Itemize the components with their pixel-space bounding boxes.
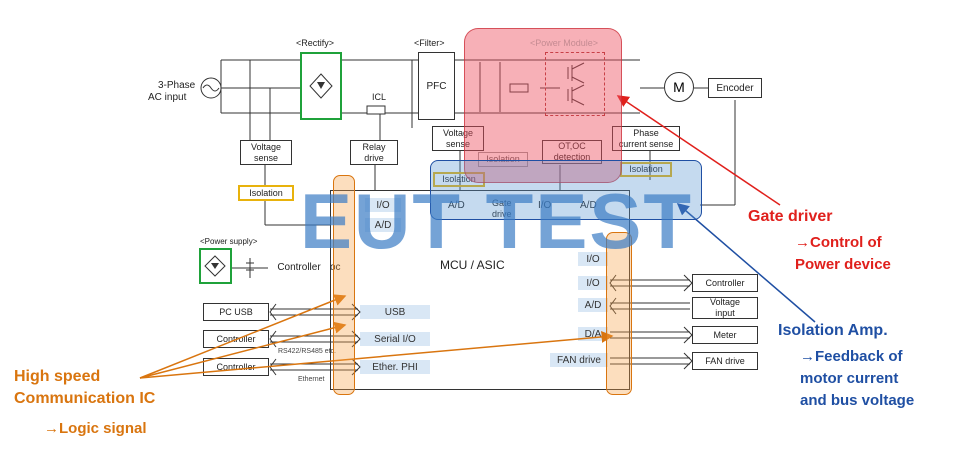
high-speed-line1: High speed	[14, 368, 101, 385]
encoder-box: Encoder	[708, 78, 762, 98]
ad-label-2: A/D	[580, 200, 597, 211]
power-switch-box	[545, 52, 605, 116]
high-speed-line3: →Logic signal	[44, 420, 147, 437]
power-supply-label: <Power supply>	[200, 237, 258, 246]
oc-tag: oc	[330, 262, 341, 273]
voltage-sense-b-box: Voltage sense	[432, 126, 484, 151]
isolation-amp-line1: →Feedback of	[800, 348, 903, 365]
r-fan-tag: FAN drive	[550, 353, 608, 367]
motor-label: M	[673, 79, 685, 95]
comm-ic-highlight-left	[333, 175, 355, 395]
isolation-amp-line2: motor current	[800, 370, 899, 387]
relay-drive-text2: drive	[364, 152, 384, 163]
rs-label: RS422/RS485 etc.	[278, 348, 336, 355]
ether-phi-tag: Ether. PHI	[360, 360, 430, 374]
gate-driver-line2: Power device	[795, 256, 891, 273]
icl-label: ICL	[372, 92, 387, 102]
voltage-sense-b-text1: Voltage	[442, 127, 474, 138]
phase-cs-text2: current sense	[618, 138, 674, 149]
phase-cs-text1: Phase	[633, 127, 659, 138]
motor-icon: M	[664, 72, 694, 102]
usb-tag: USB	[360, 305, 430, 319]
ot-oc-text2: detection	[553, 152, 591, 162]
filter-label: <Filter>	[414, 38, 445, 48]
voltage-sense-box: Voltage sense	[240, 140, 292, 165]
mcu-title: MCU / ASIC	[440, 258, 505, 272]
input-label-line1: 3-Phase	[158, 80, 196, 91]
isolation-mid2-box: Isolation	[478, 152, 528, 167]
gate-drive-label-1: Gate	[492, 198, 512, 208]
pc-usb-box: PC USB	[203, 303, 269, 321]
power-supply-rectifier	[199, 248, 232, 284]
ext-voltage-text2: input	[715, 308, 735, 318]
isolation-amp-line3: and bus voltage	[800, 392, 915, 409]
isolation-left-box: Isolation	[238, 185, 294, 201]
ps-diode-icon	[204, 255, 226, 277]
mcu-ad-tag: A/D	[365, 218, 401, 232]
igbt-icon	[567, 62, 585, 106]
ext-voltage-text1: Voltage	[709, 297, 741, 307]
serial-io-tag: Serial I/O	[360, 332, 430, 346]
watermark-text: EUT TEST	[300, 177, 694, 265]
power-module-highlight	[464, 28, 622, 183]
ethernet-label: Ethernet	[298, 376, 325, 383]
ext-voltage-input-box: Voltage input	[692, 297, 758, 319]
relay-drive-box: Relay drive	[350, 140, 398, 165]
relay-drive-text1: Relay	[362, 141, 386, 152]
isolation-amp-title: Isolation Amp.	[778, 322, 888, 339]
ext-controller-box: Controller	[692, 274, 758, 292]
r-io1-tag: I/O	[578, 252, 608, 266]
ot-oc-text1: OT,OC	[558, 141, 586, 151]
voltage-sense-b-text2: sense	[445, 138, 471, 149]
ad-label-1: A/D	[448, 200, 465, 211]
power-module-label: <Power Module>	[530, 38, 599, 48]
rectifier-box	[300, 52, 342, 120]
isolation-amp-highlight	[430, 160, 702, 220]
isolation-mid1-box: Isolation	[433, 172, 485, 187]
voltage-sense-text2: sense	[253, 152, 279, 163]
ext-fan-box: FAN drive	[692, 352, 758, 370]
rectify-label: <Rectify>	[296, 38, 335, 48]
input-label-line2: AC input	[148, 92, 187, 103]
high-speed-line2: Communication IC	[14, 390, 156, 407]
voltage-sense-text1: Voltage	[250, 141, 282, 152]
r-io2-tag: I/O	[578, 276, 608, 290]
io-label-1: I/O	[538, 200, 552, 211]
gate-driver-line1: →Control of	[795, 234, 882, 251]
comm-ic-highlight-right	[606, 232, 632, 395]
pfc-box: PFC	[418, 52, 455, 120]
r-ad-tag: A/D	[578, 298, 608, 312]
gate-drive-label-2: drive	[492, 209, 512, 219]
rectifier-diode-icon	[309, 73, 333, 99]
controller-ps-box: Controller	[277, 261, 321, 273]
gate-driver-title: Gate driver	[748, 208, 833, 225]
mcu-io-tag: I/O	[365, 198, 401, 212]
